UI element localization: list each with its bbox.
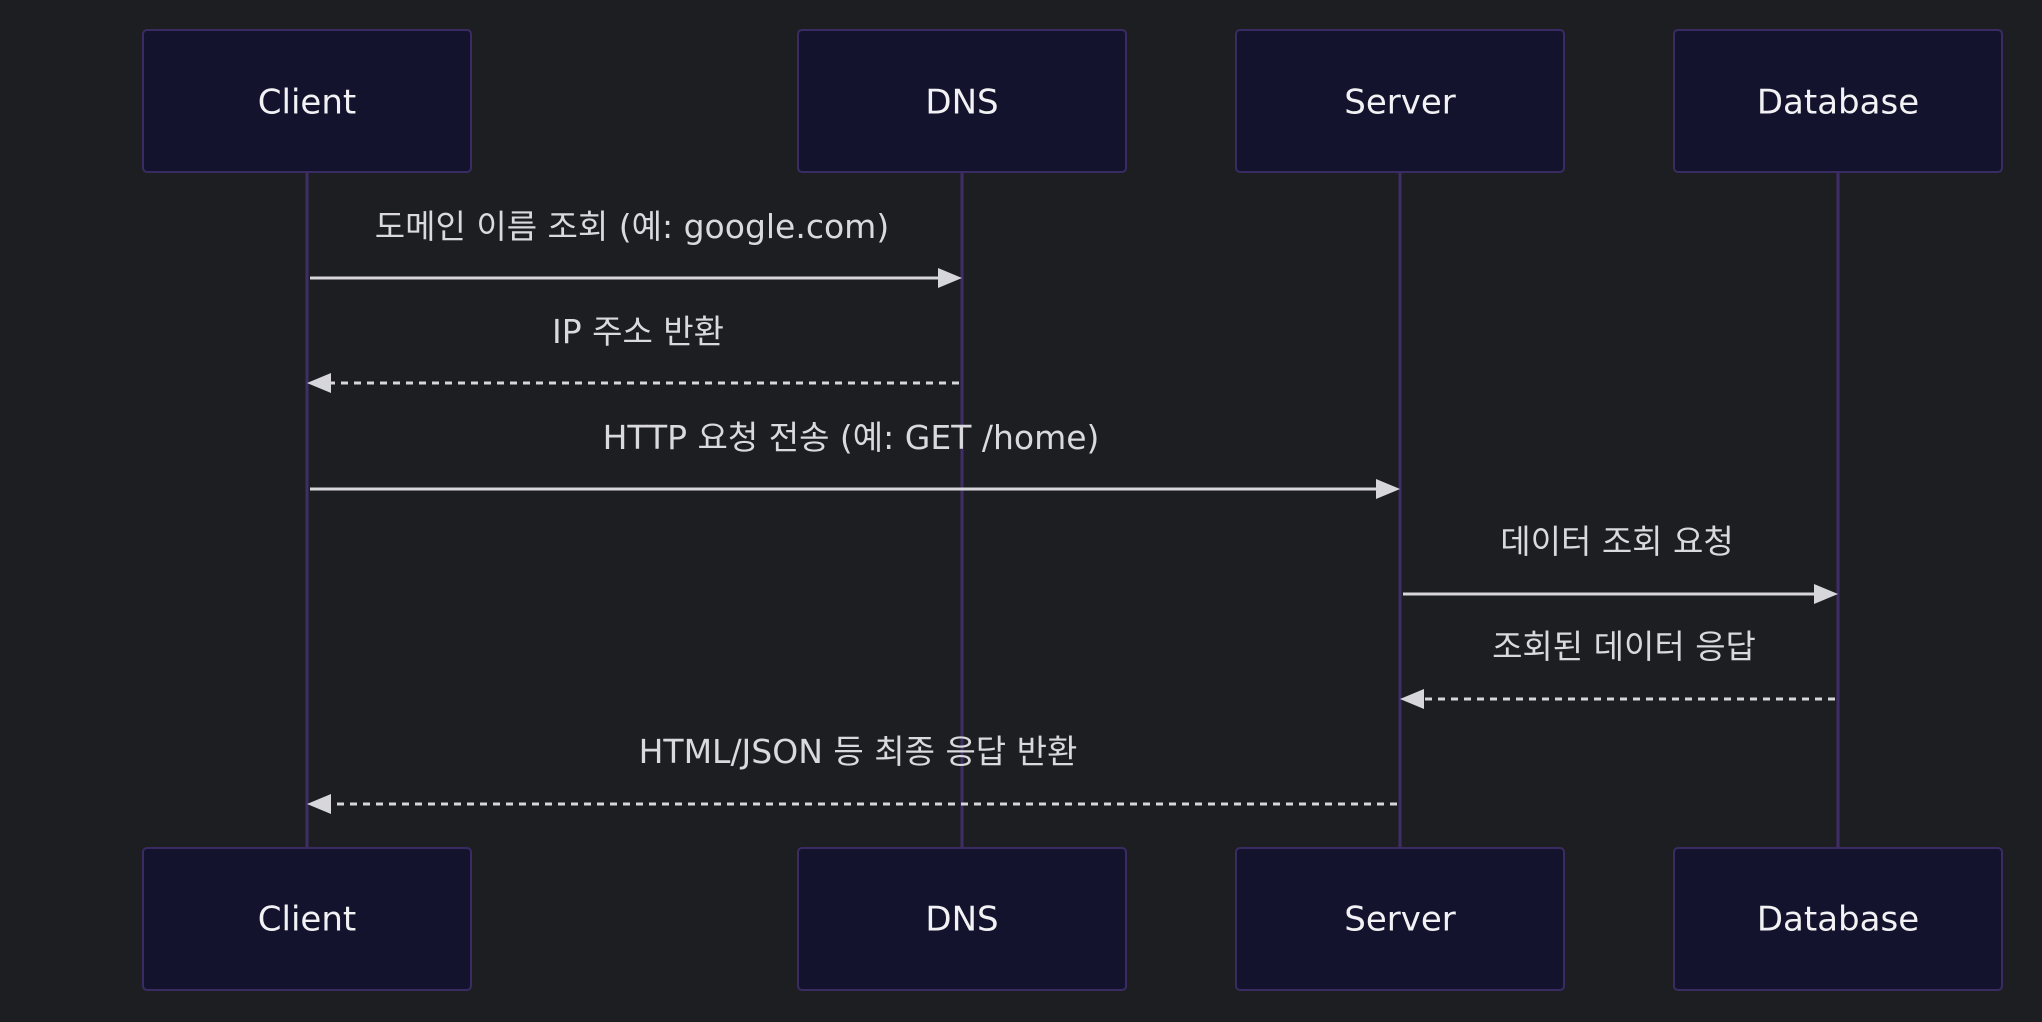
arrowhead	[307, 373, 331, 393]
message-label: 데이터 조회 요청	[1500, 522, 1734, 561]
participant-label: Server	[1344, 900, 1456, 940]
participant-label: Database	[1757, 83, 1919, 123]
arrowhead	[938, 268, 962, 288]
participant-box-database-top: Database	[1673, 29, 2003, 173]
message-label: HTML/JSON 등 최종 응답 반환	[639, 732, 1078, 771]
message-domain-lookup: 도메인 이름 조회 (예: google.com)	[310, 207, 962, 288]
message-http-request: HTTP 요청 전송 (예: GET /home)	[310, 418, 1400, 499]
message-db-response: 조회된 데이터 응답	[1400, 627, 1835, 709]
participant-box-dns-bottom: DNS	[797, 847, 1127, 991]
participant-box-client-bottom: Client	[142, 847, 472, 991]
participant-label: Database	[1757, 900, 1919, 940]
participant-box-database-bottom: Database	[1673, 847, 2003, 991]
arrowhead	[1400, 689, 1424, 709]
participant-box-client-top: Client	[142, 29, 472, 173]
message-label: 도메인 이름 조회 (예: google.com)	[375, 207, 889, 246]
message-label: HTTP 요청 전송 (예: GET /home)	[603, 418, 1100, 457]
arrowhead	[307, 794, 331, 814]
participant-boxes-top: Client DNS Server Database	[142, 29, 2003, 173]
arrowhead	[1376, 479, 1400, 499]
participant-box-server-top: Server	[1235, 29, 1565, 173]
participant-label: DNS	[925, 900, 998, 940]
lifelines	[305, 172, 1840, 848]
participant-label: Server	[1344, 83, 1456, 123]
message-label: IP 주소 반환	[552, 312, 724, 351]
participant-box-server-bottom: Server	[1235, 847, 1565, 991]
participant-label: Client	[258, 900, 356, 940]
participant-boxes-bottom: Client DNS Server Database	[142, 847, 2003, 991]
message-ip-return: IP 주소 반환	[307, 312, 959, 393]
participant-box-dns-top: DNS	[797, 29, 1127, 173]
participant-label: Client	[258, 83, 356, 123]
message-label: 조회된 데이터 응답	[1492, 627, 1756, 666]
message-db-query: 데이터 조회 요청	[1403, 522, 1838, 604]
arrowhead	[1814, 584, 1838, 604]
messages: 도메인 이름 조회 (예: google.com) IP 주소 반환 HTTP …	[307, 207, 1838, 814]
message-final-response: HTML/JSON 등 최종 응답 반환	[307, 732, 1397, 814]
participant-label: DNS	[925, 83, 998, 123]
